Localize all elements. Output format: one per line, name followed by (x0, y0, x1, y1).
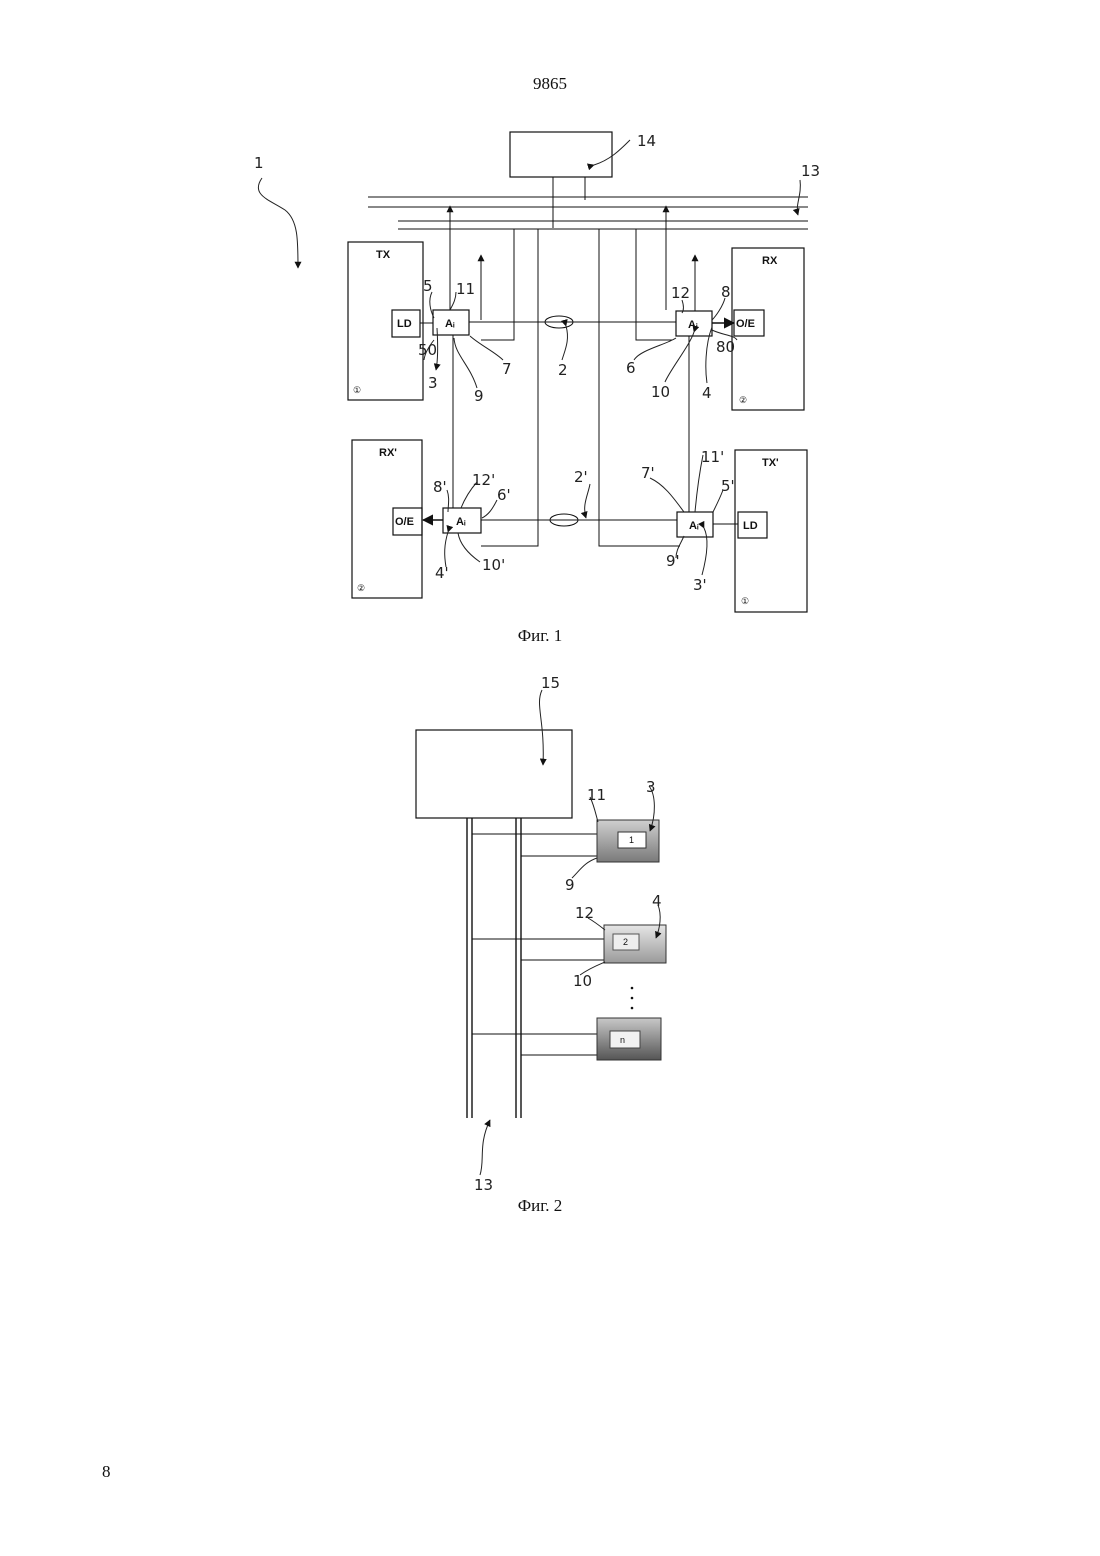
figure-2-caption: Фиг. 2 (0, 1196, 1080, 1216)
controller-15-box (416, 730, 572, 818)
module-2: 2 12 4 10 (472, 892, 666, 990)
ref-13-fig2: 13 (474, 1176, 493, 1194)
module-1-ref-a: 11 (587, 786, 606, 804)
bus-13-vertical (467, 818, 521, 1118)
module-2-ref-a: 12 (575, 904, 594, 922)
module-1-label: 1 (629, 835, 634, 845)
module-n: n (472, 1018, 661, 1060)
module-2-ref-c: 10 (573, 972, 592, 990)
module-2-label: 2 (623, 937, 628, 947)
page-number-bottom: 8 (102, 1462, 111, 1482)
ellipsis-dots (631, 987, 634, 1010)
module-1-ref-b: 3 (646, 778, 656, 796)
module-1: 1 11 3 9 (472, 778, 659, 894)
module-n-label: n (620, 1035, 625, 1045)
module-1-ref-c: 9 (565, 876, 575, 894)
ref-15: 15 (541, 674, 560, 692)
module-2-ref-b: 4 (652, 892, 662, 910)
